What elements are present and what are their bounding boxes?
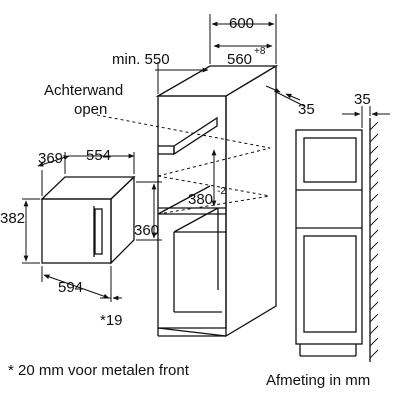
dim-cabinet-min-width: min. 550 — [112, 51, 170, 68]
units-note: Afmeting in mm — [266, 372, 371, 389]
dim-appliance-height-total: 382 — [0, 210, 25, 227]
side-niche-upper — [303, 137, 357, 183]
dim-appliance-height-body: 360 — [134, 222, 159, 239]
cabinet-side — [225, 64, 277, 338]
dim-side-rear-gap: 35 — [354, 91, 371, 108]
side-view-drawing — [295, 118, 371, 362]
label-back-wall-line1: Achterwand — [44, 82, 123, 99]
dim-appliance-depth: 369 — [38, 150, 63, 167]
label-back-wall-line2: open — [74, 101, 107, 118]
cabinet-drawing — [155, 64, 279, 338]
side-dimensions — [342, 106, 390, 128]
back-wall-dashes — [96, 114, 271, 215]
cabinet-front-outline — [157, 95, 227, 329]
appliance-panel — [94, 208, 103, 255]
appliance-side — [110, 175, 135, 265]
dim-appliance-width: 554 — [86, 147, 111, 164]
appliance-top — [40, 176, 136, 200]
dim-cabinet-width-inner: 560 — [227, 51, 252, 68]
dim-niche-height-tol: -2 — [217, 186, 226, 197]
side-niche-lower — [303, 235, 357, 333]
dim-niche-height: 380 — [188, 191, 213, 208]
dim-rear-gap: 35 — [298, 101, 315, 118]
wall-hatch — [369, 121, 379, 359]
cabinet-dimensions — [155, 14, 305, 207]
appliance-drawing — [40, 175, 136, 265]
dim-appliance-width-front: 594 — [58, 279, 83, 296]
side-cabinet-outline — [295, 129, 363, 345]
dim-cabinet-width-outer: 600 — [229, 15, 254, 32]
dim-front-thickness: *19 — [100, 312, 123, 329]
niche-top-shelf — [173, 116, 218, 156]
dim-cabinet-width-inner-tol: +8 — [254, 46, 266, 57]
footnote: * 20 mm voor metalen front — [8, 362, 189, 379]
